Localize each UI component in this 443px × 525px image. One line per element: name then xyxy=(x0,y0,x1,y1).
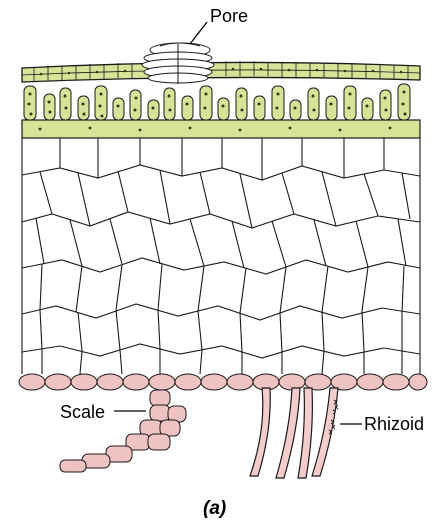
pore-label: Pore xyxy=(210,6,248,26)
rhizoid-label: Rhizoid xyxy=(364,414,424,434)
rhizoids xyxy=(250,388,338,478)
scale-label: Scale xyxy=(60,402,105,422)
parenchyma-tissue xyxy=(22,138,420,374)
upper-epidermis xyxy=(22,61,420,82)
air-pore xyxy=(142,43,214,84)
pore-leader-line xyxy=(190,22,207,44)
figure-caption: (a) xyxy=(203,498,226,519)
lower-epidermis xyxy=(19,374,427,390)
